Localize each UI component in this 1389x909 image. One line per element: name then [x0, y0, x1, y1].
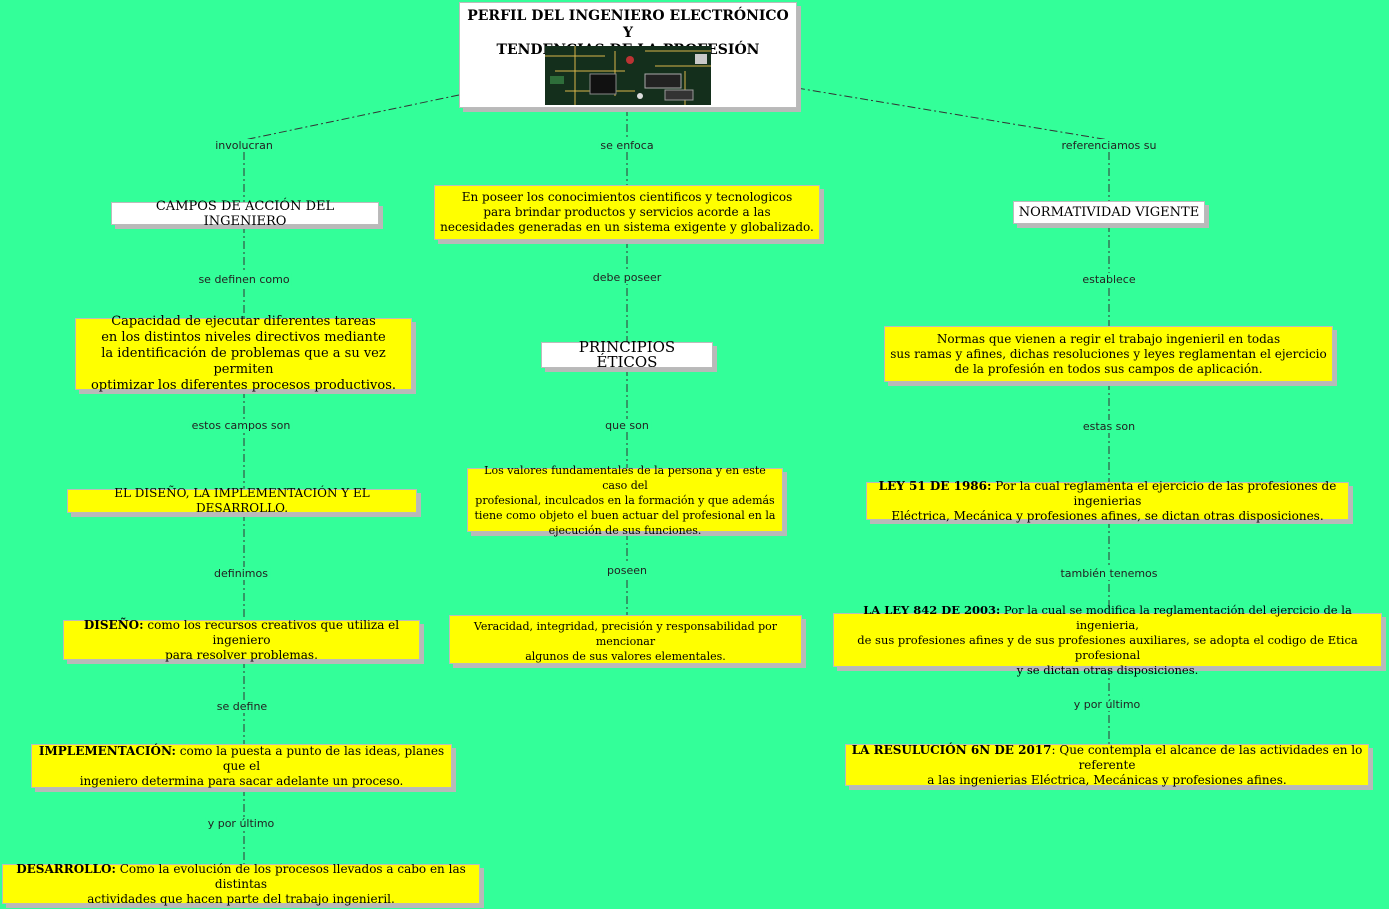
node-resolucion: LA RESULUCIÓN 6N DE 2017: Que contempla … — [845, 743, 1369, 787]
node-ley-842: LA LEY 842 DE 2003: Por la cual se modif… — [833, 603, 1382, 677]
link-label-y-por-ultimo-left: y por último — [205, 817, 277, 830]
node-implementacion-text: ingeniero determina para sacar adelante … — [79, 773, 404, 788]
node-implementacion-text: como la puesta a punto de las ideas, pla… — [175, 743, 445, 773]
node-veracidad-line: algunos de sus valores elementales. — [525, 650, 726, 663]
node-valores-line: ejecución de sus funciones. — [548, 523, 702, 537]
title-line-1: PERFIL DEL INGENIERO ELECTRÓNICO Y — [467, 8, 789, 41]
node-enfoca-line: necesidades generadas en un sistema exig… — [440, 220, 814, 234]
link-label-estos-campos-son: estos campos son — [189, 419, 293, 432]
node-principios-eticos-text: PRINCIPIOS ÉTICOS — [578, 338, 676, 371]
node-implementacion: IMPLEMENTACIÓN: como la puesta a punto d… — [31, 744, 452, 788]
node-resolucion-text: a las ingenierias Eléctrica, Mecánicas y… — [927, 772, 1287, 787]
node-normas: Normas que vienen a regir el trabajo ing… — [884, 326, 1333, 382]
node-enfoca-line: En poseer los conocimientos cientificos … — [461, 190, 793, 204]
node-diseno-text: como los recursos creativos que utiliza … — [143, 617, 400, 647]
link-label-se-definen-como: se definen como — [196, 273, 292, 286]
node-diseno-implementacion-text: EL DISEÑO, LA IMPLEMENTACIÓN Y EL DESARR… — [114, 486, 370, 515]
node-desarrollo: DESARROLLO: Como la evolución de los pro… — [2, 862, 480, 906]
node-capacidad-line: en los distintos niveles directivos medi… — [101, 330, 386, 345]
node-ley-842-line: LA LEY 842 DE 2003: Por la cual se modif… — [838, 603, 1377, 633]
node-ley-51-text: Por la cual reglamenta el ejercicio de l… — [991, 478, 1337, 508]
node-enfoca: En poseer los conocimientos cientificos … — [434, 185, 820, 240]
node-veracidad: Veracidad, integridad, precisión y respo… — [449, 615, 802, 664]
node-diseno-text: para resolver problemas. — [165, 647, 318, 662]
node-ley-51-head: LEY 51 DE 1986: — [878, 478, 992, 493]
node-resolucion-line: LA RESULUCIÓN 6N DE 2017: Que contempla … — [850, 743, 1364, 773]
node-normas-line: de la profesión en todos sus campos de a… — [954, 361, 1263, 376]
node-ley-842-text: de sus profesiones afines y de sus profe… — [857, 632, 1358, 662]
node-capacidad-line: Capacidad de ejecutar diferentes tareas — [111, 314, 376, 329]
node-ley-51: LEY 51 DE 1986: Por la cual reglamenta e… — [866, 479, 1349, 523]
node-veracidad-line: Veracidad, integridad, precisión y respo… — [473, 620, 778, 648]
node-capacidad-line: optimizar los diferentes procesos produc… — [90, 378, 397, 393]
node-diseno-line: DISEÑO: como los recursos creativos que … — [68, 618, 415, 648]
connector-title-right — [796, 87, 1110, 141]
link-label-involucran: involucran — [213, 139, 275, 152]
node-ley-842-text: Por la cual se modifica la reglamentació… — [1000, 602, 1352, 632]
node-ley-51-line: LEY 51 DE 1986: Por la cual reglamenta e… — [871, 479, 1344, 509]
connector-title-left — [243, 94, 460, 141]
node-desarrollo-text: actividades que hacen parte del trabajo … — [87, 891, 395, 906]
link-label-tambien-tenemos: también tenemos — [1058, 567, 1160, 580]
node-ley-842-text: y se dictan otras disposiciones. — [1016, 662, 1199, 677]
title-node: PERFIL DEL INGENIERO ELECTRÓNICO Y TENDE… — [459, 2, 797, 108]
node-valores-line: profesional, inculcados en la formación … — [475, 493, 775, 507]
node-resolucion-head: LA RESULUCIÓN 6N DE 2017 — [851, 742, 1052, 757]
link-label-debe-poseer: debe poseer — [590, 271, 664, 284]
node-desarrollo-head: DESARROLLO: — [16, 861, 116, 876]
node-desarrollo-text: Como la evolución de los procesos llevad… — [115, 861, 466, 891]
node-normatividad: NORMATIVIDAD VIGENTE — [1013, 201, 1205, 224]
node-diseno-implementacion: EL DISEÑO, LA IMPLEMENTACIÓN Y EL DESARR… — [67, 486, 417, 515]
node-ley-842-head: LA LEY 842 DE 2003: — [863, 602, 1001, 617]
node-diseno-head: DISEÑO: — [83, 617, 144, 632]
link-label-y-por-ultimo-right: y por último — [1071, 698, 1143, 711]
circuit-board-image — [545, 46, 711, 105]
node-resolucion-text: : Que contempla el alcance de las activi… — [1051, 742, 1363, 772]
node-implementacion-head: IMPLEMENTACIÓN: — [38, 743, 176, 758]
node-ley-51-text: Eléctrica, Mecánica y profesiones afines… — [891, 508, 1324, 523]
node-enfoca-line: para brindar productos y servicios acord… — [483, 205, 771, 219]
node-normas-line: Normas que vienen a regir el trabajo ing… — [936, 331, 1281, 346]
node-capacidad: Capacidad de ejecutar diferentes tareas … — [75, 314, 412, 393]
link-label-poseen: poseen — [605, 564, 649, 577]
node-normas-line: sus ramas y afines, dichas resoluciones … — [890, 346, 1327, 361]
link-label-estas-son: estas son — [1080, 420, 1138, 433]
link-label-se-enfoca: se enfoca — [598, 139, 656, 152]
node-desarrollo-line: DESARROLLO: Como la evolución de los pro… — [7, 862, 475, 892]
node-valores: Los valores fundamentales de la persona … — [467, 464, 783, 537]
node-campos-accion: CAMPOS DE ACCIÓN DEL INGENIERO — [111, 199, 379, 229]
node-valores-line: tiene como objeto el buen actuar del pro… — [474, 508, 776, 522]
link-label-definimos: definimos — [212, 567, 270, 580]
link-label-se-define: se define — [214, 700, 270, 713]
node-implementacion-line: IMPLEMENTACIÓN: como la puesta a punto d… — [36, 744, 447, 774]
link-label-establece: establece — [1080, 273, 1138, 286]
node-capacidad-line: la identificación de problemas que a su … — [101, 346, 386, 377]
node-principios-eticos: PRINCIPIOS ÉTICOS — [541, 338, 713, 371]
node-valores-line: Los valores fundamentales de la persona … — [484, 463, 766, 492]
link-label-que-son: que son — [603, 419, 651, 432]
node-normatividad-text: NORMATIVIDAD VIGENTE — [1018, 205, 1200, 220]
link-label-referenciamos-su: referenciamos su — [1059, 139, 1159, 152]
node-campos-accion-text: CAMPOS DE ACCIÓN DEL INGENIERO — [155, 198, 335, 229]
node-diseno: DISEÑO: como los recursos creativos que … — [63, 618, 420, 662]
